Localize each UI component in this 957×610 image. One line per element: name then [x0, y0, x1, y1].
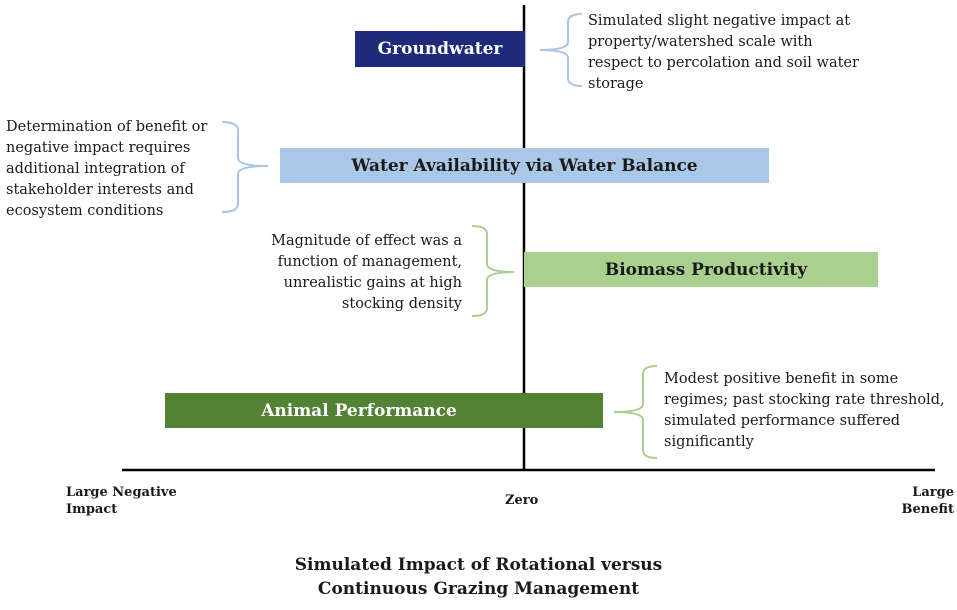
brace-biomass	[471, 225, 515, 317]
groundwater-label: Groundwater	[377, 39, 503, 59]
water-availability-label: Water Availability via Water Balance	[351, 155, 698, 176]
brace-animal	[613, 365, 658, 459]
biomass-bar: Biomass Productivity	[524, 252, 878, 287]
brace-groundwater	[539, 13, 583, 87]
biomass-note: Magnitude of effect was a function of ma…	[271, 233, 462, 312]
biomass-label: Biomass Productivity	[604, 259, 808, 280]
groundwater-bar: Groundwater	[355, 31, 525, 67]
groundwater-note: Simulated slight negative impact at prop…	[588, 13, 859, 92]
brace-water-availability	[221, 121, 269, 213]
diagram-title: Simulated Impact of Rotational versus Co…	[294, 555, 663, 599]
axis-label-left: Large Negative Impact	[66, 485, 177, 517]
axis-label-zero: Zero	[505, 493, 539, 508]
animal-note: Modest positive benefit in some regimes;…	[664, 371, 945, 450]
water-availability-note: Determination of benefit or negative imp…	[6, 119, 208, 219]
animal-label: Animal Performance	[261, 400, 457, 421]
water-availability-bar: Water Availability via Water Balance	[280, 148, 769, 183]
animal-bar: Animal Performance	[165, 393, 603, 428]
axis-label-right: Large Benefit	[901, 485, 954, 517]
